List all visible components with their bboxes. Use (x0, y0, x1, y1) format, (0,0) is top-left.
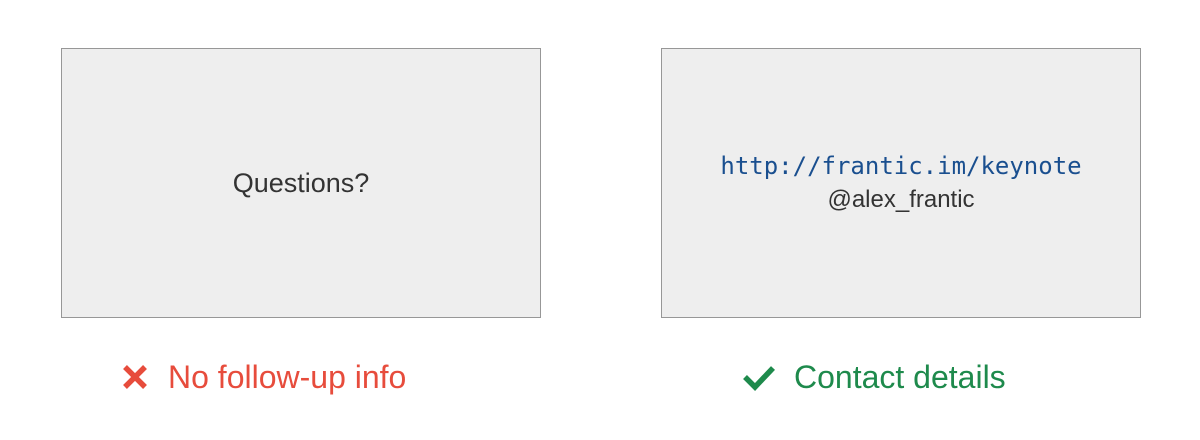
good-example-slide: http://frantic.im/keynote @alex_frantic (661, 48, 1141, 318)
slide-url-text: http://frantic.im/keynote (720, 152, 1082, 180)
cross-icon (120, 362, 150, 392)
bad-example-slide: Questions? (61, 48, 541, 318)
bad-example-caption: No follow-up info (120, 352, 406, 402)
slide-questions-text: Questions? (232, 167, 370, 198)
good-example-caption-label: Contact details (794, 358, 1006, 395)
good-example-caption: Contact details (742, 352, 1006, 402)
bad-example-caption-label: No follow-up info (168, 358, 407, 395)
checkmark-icon (742, 362, 776, 392)
slide-handle-text: @alex_frantic (827, 186, 975, 213)
